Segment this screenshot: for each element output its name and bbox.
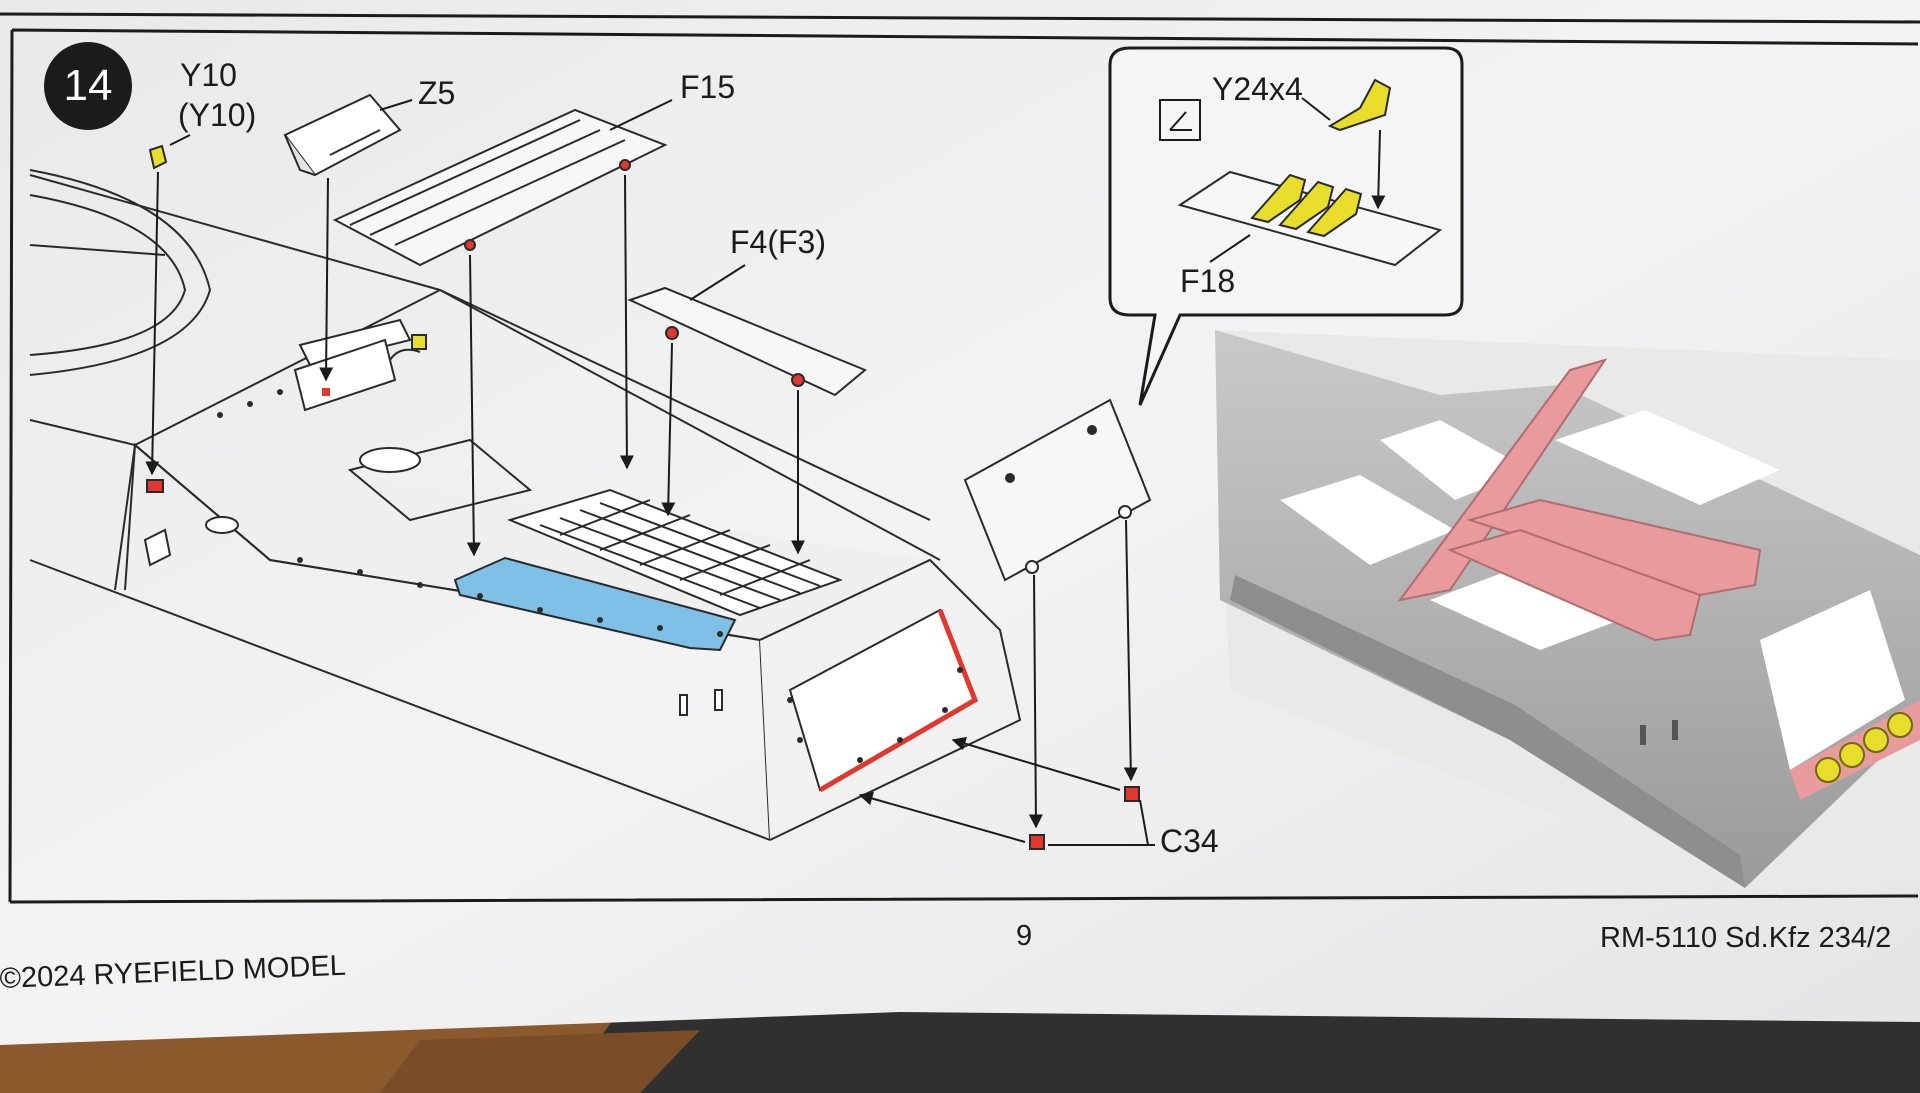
label-z5: Z5 <box>418 75 455 111</box>
panel-arrow-2 <box>1123 519 1138 782</box>
y24-arrow <box>1371 129 1386 210</box>
f15-leader <box>609 99 673 131</box>
label-y10: Y10 <box>180 57 237 93</box>
f15-arrow-1 <box>466 254 481 557</box>
callout-box <box>1108 46 1464 406</box>
hull-drawing <box>29 169 1022 841</box>
c34-parts <box>1029 786 1140 850</box>
f18-leader <box>1209 234 1251 263</box>
panel-arrow-1 <box>1028 574 1043 829</box>
y10-red-mark <box>146 479 164 493</box>
step-number: 14 <box>64 61 113 110</box>
y10-arrow <box>145 171 160 476</box>
y24-leader <box>1301 97 1331 121</box>
label-c34: C34 <box>1160 823 1219 859</box>
c34-arrow-2 <box>951 736 1121 791</box>
page-number: 9 <box>1016 920 1032 952</box>
c34-leader <box>1048 799 1155 846</box>
z5-leader <box>379 99 413 111</box>
c34-arrow-1 <box>858 791 1026 843</box>
label-f15: F15 <box>680 69 735 105</box>
assembly-render <box>1215 330 1920 888</box>
z5-red-mark <box>322 388 330 396</box>
label-y10-alt: (Y10) <box>178 97 256 133</box>
y10-leader <box>169 134 191 146</box>
bend-part-icon <box>1159 99 1201 141</box>
f15-arrow-2 <box>619 174 634 470</box>
label-f18: F18 <box>1180 263 1235 299</box>
z5-arrow <box>319 177 334 382</box>
top-rule <box>0 12 1920 24</box>
y24-installed <box>1250 173 1363 238</box>
step-frame <box>8 28 1919 904</box>
f4-leader <box>689 264 746 301</box>
label-f4: F4(F3) <box>730 224 826 260</box>
kit-title: RM-5110 Sd.Kfz 234/2 <box>1600 922 1891 954</box>
y10-part <box>148 144 168 170</box>
blue-hatch <box>453 556 737 652</box>
step-badge: 14 <box>44 42 132 130</box>
f15-part <box>332 108 668 267</box>
f4-part <box>627 286 867 397</box>
z5-part <box>283 93 402 177</box>
y24-part <box>1327 78 1392 132</box>
label-y24: Y24x4 <box>1212 71 1303 107</box>
f4-arrow-1 <box>661 342 676 517</box>
front-panel-part <box>963 398 1152 582</box>
